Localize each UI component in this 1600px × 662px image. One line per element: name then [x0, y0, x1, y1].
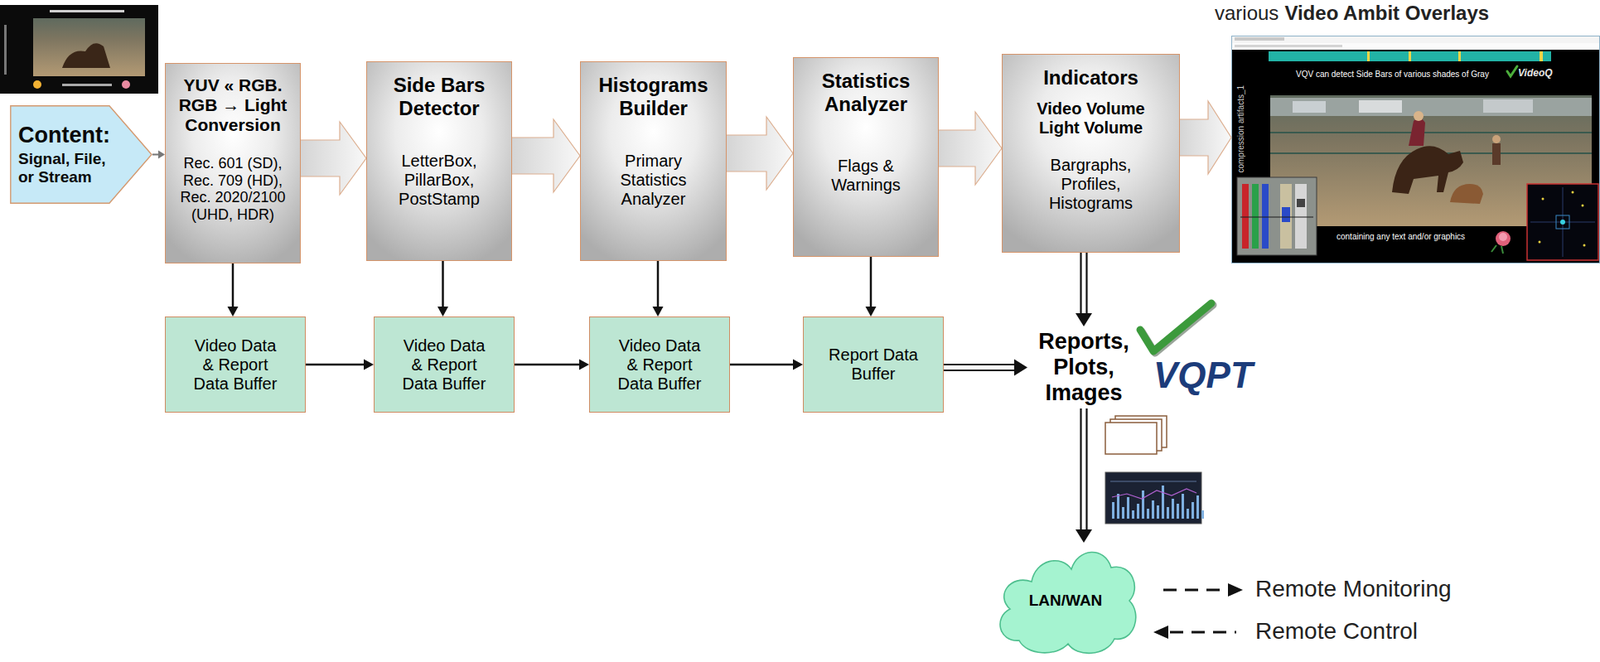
- box-text: Report Data Buffer: [826, 345, 920, 384]
- logo-text: VideoQ: [1517, 67, 1553, 80]
- process-box: YUV « RGB. RGB → Light ConversionRec. 60…: [164, 62, 301, 264]
- box-heading: Signal, File, or Stream: [18, 149, 120, 187]
- screen-caption: containing any text and/or graphics: [1336, 232, 1465, 242]
- box-body: LetterBox, PillarBox, PostStamp: [377, 151, 502, 209]
- vectorscope-overlay: [1527, 183, 1599, 261]
- buffer-box: Video Data & Report Data Buffer: [373, 316, 515, 413]
- overlay-caption: Video Ambit Overlays: [1284, 1, 1489, 25]
- document-stack-icon: [1105, 415, 1167, 455]
- box-text: Video Data & Report Data Buffer: [397, 336, 491, 394]
- buffer-box: Video Data & Report Data Buffer: [164, 316, 306, 413]
- cloud-outline: [1000, 551, 1136, 653]
- box-heading: Indicators: [1043, 66, 1139, 90]
- box-text: Video Data & Report Data Buffer: [613, 336, 706, 394]
- flow-arrow: [305, 359, 374, 371]
- flow-arrow: [227, 263, 239, 317]
- box-heading: Side Bars Detector: [372, 73, 507, 120]
- process-box: Histograms BuilderPrimary Statistics Ana…: [580, 61, 727, 262]
- arrow-outline: [10, 106, 152, 204]
- buffer-box: Report Data Buffer: [802, 316, 944, 413]
- box-subheading: Light Volume: [1039, 118, 1143, 138]
- process-box: IndicatorsVideo VolumeLight VolumeBargra…: [1001, 53, 1180, 253]
- double-arrow: [1075, 252, 1093, 327]
- plot-thumbnail: [1105, 472, 1204, 524]
- box-body: Primary Statistics Analyzer: [591, 151, 716, 209]
- flow-arrow: [152, 150, 165, 160]
- logo-text: VQPT: [1153, 354, 1253, 397]
- process-box: Side Bars DetectorLetterBox, PillarBox, …: [366, 61, 513, 262]
- flow-arrow: [729, 359, 803, 371]
- box-heading: Content:: [18, 122, 111, 149]
- box-body: Rec. 601 (SD), Rec. 709 (HD), Rec. 2020/…: [170, 154, 295, 224]
- block-arrow: [721, 116, 793, 190]
- source-arrow-shape: Content:Signal, File, or Stream: [9, 105, 153, 204]
- block-arrow: [507, 119, 581, 193]
- remote-arrows: [1153, 583, 1243, 639]
- output-label: Reports, Plots, Images: [1027, 326, 1141, 409]
- flow-arrow: [437, 261, 449, 317]
- block-arrow: [933, 111, 1002, 185]
- box-text: LAN/WAN: [1029, 591, 1103, 610]
- check-logo: [1140, 303, 1214, 353]
- box-body: Bargraphs, Profiles, Histograms: [1033, 155, 1150, 213]
- screen-caption: VQV can detect Side Bars of various shad…: [1295, 69, 1489, 80]
- thumbnail-image: [0, 4, 159, 94]
- box-text: Reports, Plots, Images: [1029, 328, 1138, 407]
- flow-arrow: [652, 261, 664, 317]
- block-arrow: [295, 121, 367, 195]
- double-arrow: [943, 359, 1028, 377]
- box-heading: Statistics Analyzer: [798, 69, 933, 116]
- double-arrow: [1075, 408, 1093, 543]
- box-subheading: Video Volume: [1036, 99, 1145, 119]
- flow-arrow: [865, 256, 877, 317]
- process-box: Statistics AnalyzerFlags & Warnings: [792, 57, 939, 257]
- screen-label: compression artifacts_1: [1236, 85, 1247, 174]
- software-screenshot: [1231, 35, 1600, 264]
- buffer-box: Video Data & Report Data Buffer: [589, 316, 730, 413]
- bargraph-overlay: [1237, 177, 1317, 256]
- box-heading: YUV « RGB. RGB → Light Conversion: [170, 75, 295, 136]
- block-arrow: [1174, 101, 1232, 175]
- remote-label: Remote Control: [1255, 618, 1418, 645]
- network-cloud: LAN/WAN: [990, 542, 1141, 659]
- rose-icon: [1491, 231, 1511, 254]
- box-heading: Histograms Builder: [585, 73, 721, 120]
- overlay-caption: various: [1214, 1, 1279, 25]
- box-text: Video Data & Report Data Buffer: [188, 336, 282, 394]
- box-body: Flags & Warnings: [824, 156, 908, 195]
- flow-arrow: [514, 359, 590, 371]
- remote-label: Remote Monitoring: [1255, 575, 1452, 603]
